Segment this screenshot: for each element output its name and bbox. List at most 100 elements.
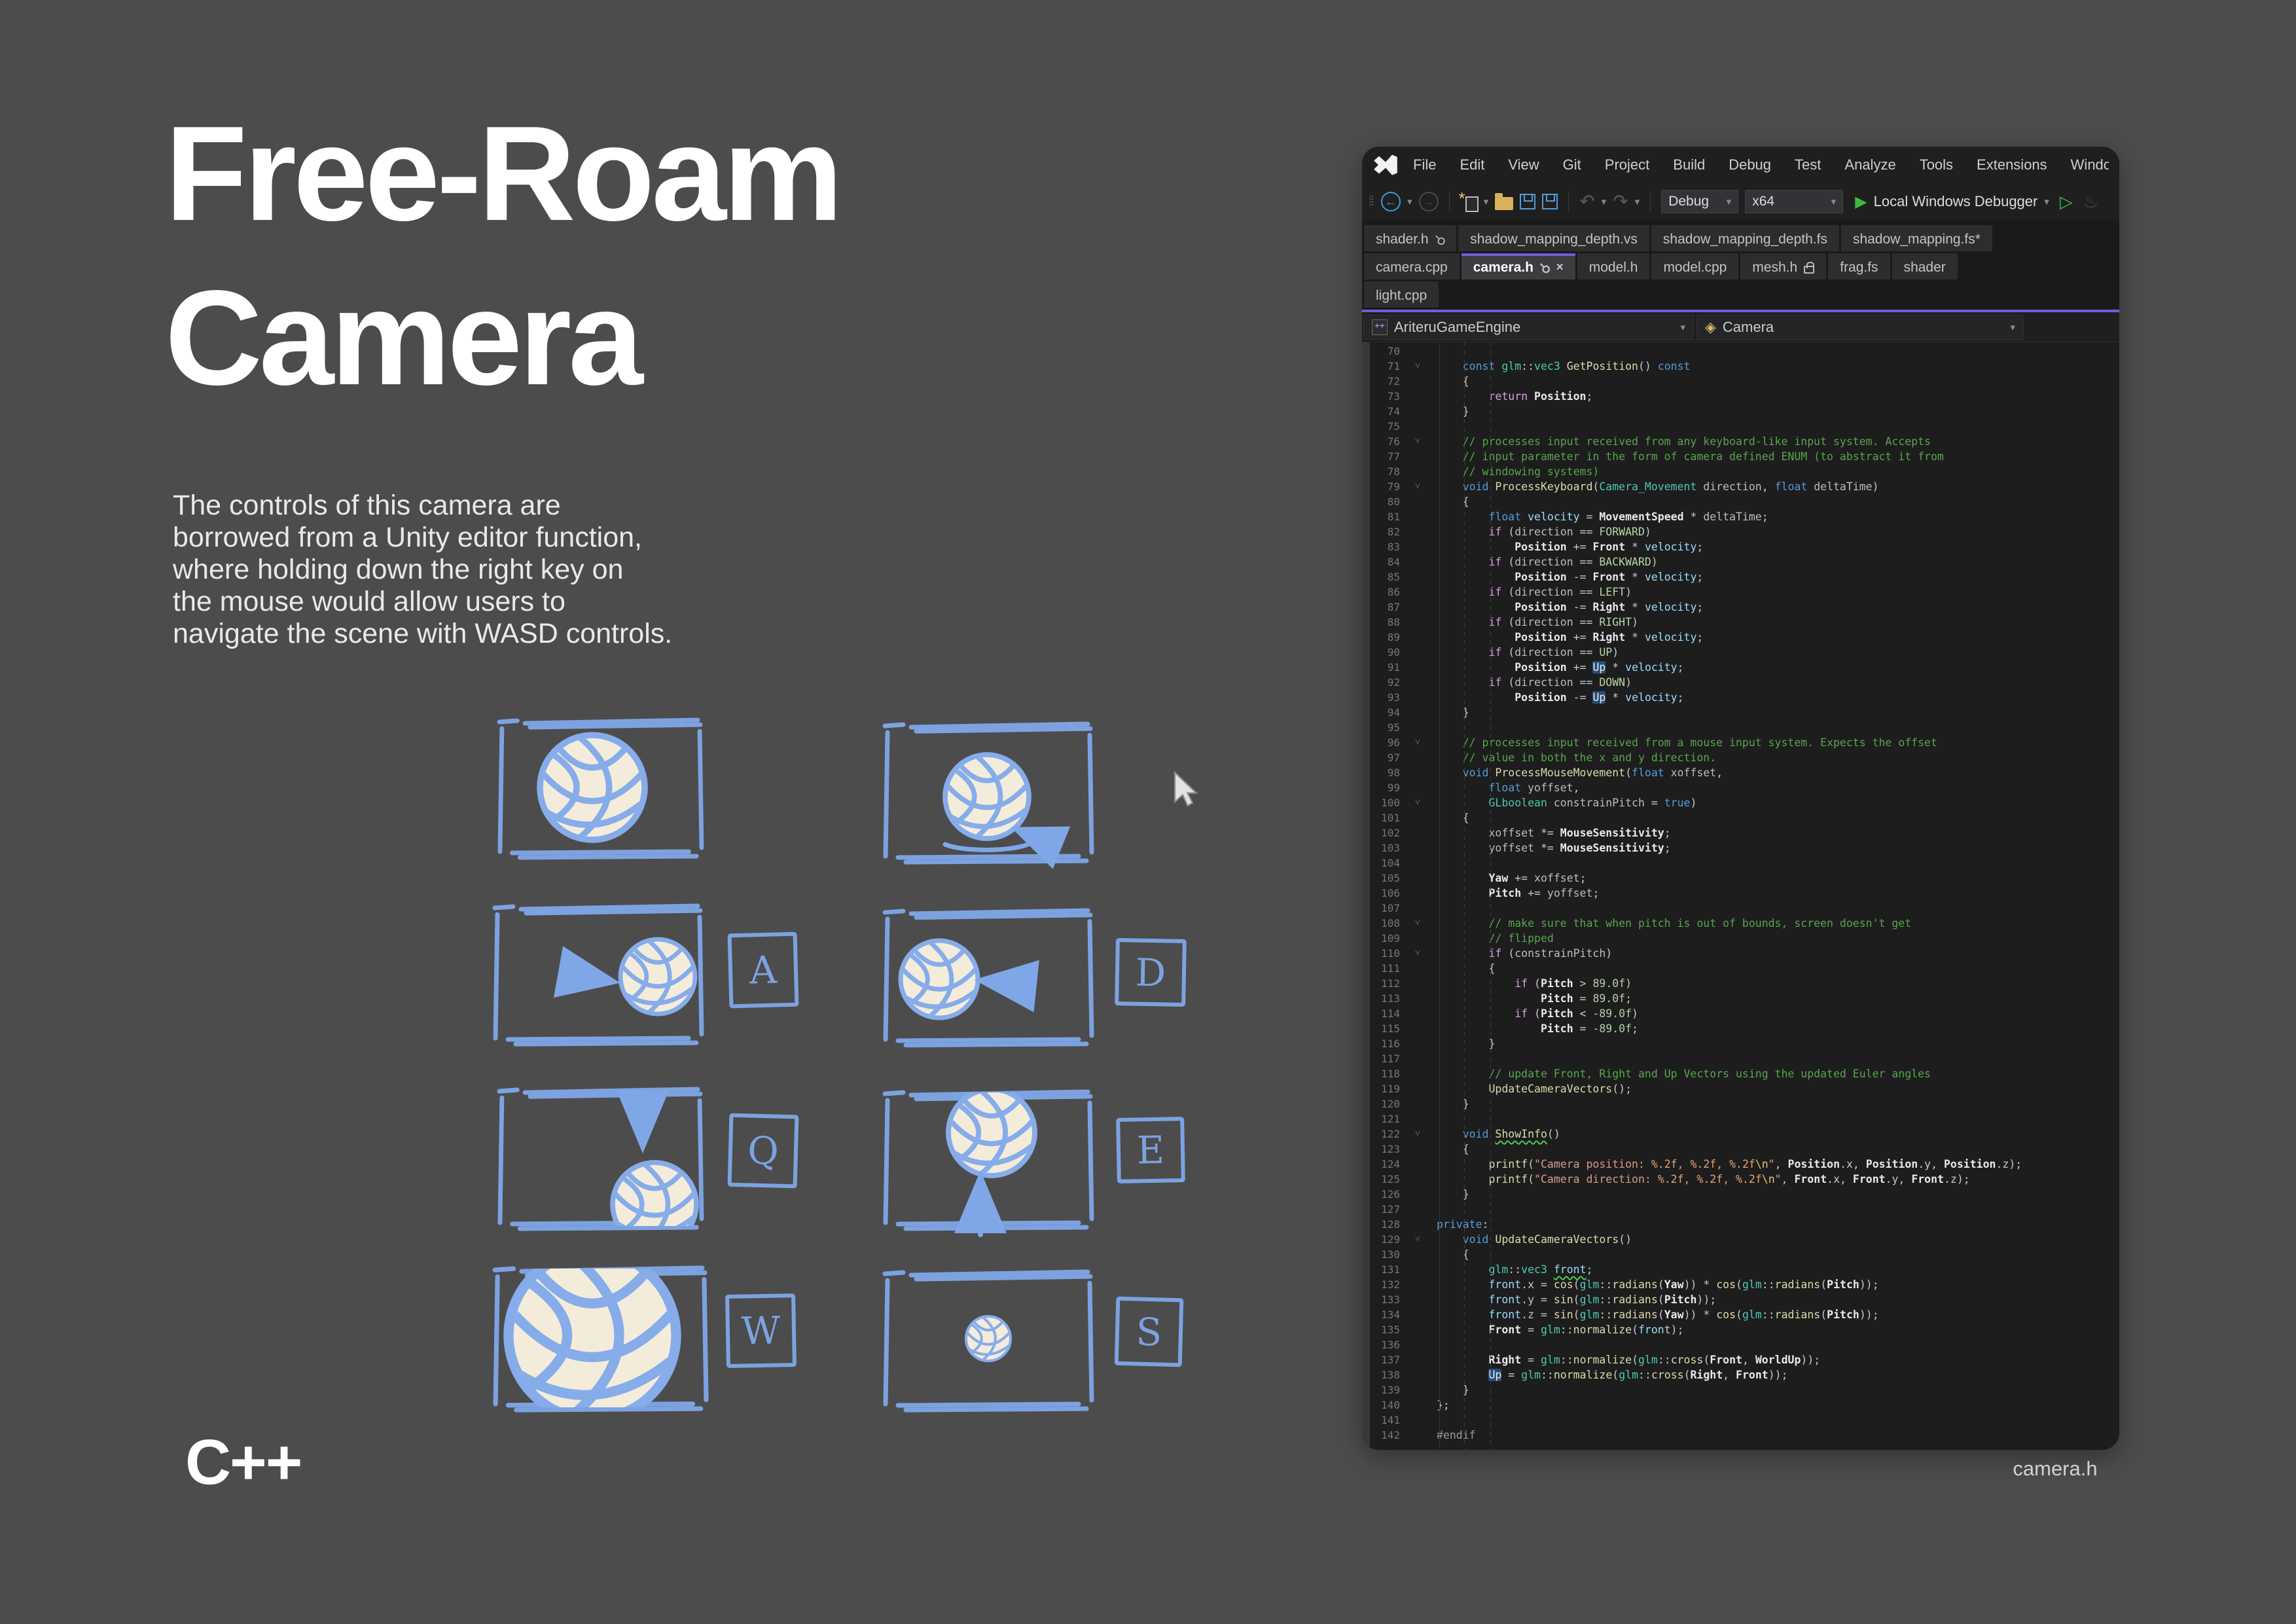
code-text: } — [1437, 1384, 1469, 1396]
code-line-93: 93 Position -= Up * velocity; — [1362, 690, 2119, 705]
menu-edit[interactable]: Edit — [1460, 156, 1485, 173]
code-text: const glm::vec3 GetPosition() const — [1437, 360, 1691, 372]
menu-debug[interactable]: Debug — [1729, 156, 1772, 173]
code-text: void ProcessMouseMovement(float xoffset, — [1437, 767, 1723, 779]
menu-extensions[interactable]: Extensions — [1977, 156, 2047, 173]
pin-icon[interactable]: ⚲ — [1431, 230, 1448, 248]
tab-camera-h[interactable]: camera.h⚲× — [1461, 253, 1575, 280]
menu-file[interactable]: File — [1413, 156, 1437, 173]
line-number: 85 — [1387, 571, 1400, 583]
line-number: 106 — [1381, 887, 1400, 899]
fold-chevron-icon[interactable]: ˅ — [1415, 948, 1420, 958]
undo-icon[interactable]: ↶ — [1579, 191, 1595, 211]
toolbar-separator — [1568, 192, 1570, 211]
line-number: 105 — [1381, 872, 1400, 884]
save-icon[interactable] — [1520, 194, 1536, 209]
menu-window[interactable]: Window — [2070, 156, 2109, 173]
tab-shader-h[interactable]: shader.h⚲ — [1364, 225, 1457, 251]
start-debugging-button[interactable]: ▶ Local Windows Debugger ▾ — [1855, 192, 2049, 211]
menu-tools[interactable]: Tools — [1919, 156, 1954, 173]
code-text: }; — [1437, 1399, 1450, 1411]
code-text: Pitch = -89.0f; — [1540, 1022, 1638, 1035]
code-line-139: 139 } — [1362, 1382, 2119, 1398]
undo-dropdown[interactable]: ▾ — [1601, 196, 1607, 208]
menu-project[interactable]: Project — [1604, 156, 1650, 173]
line-number: 119 — [1381, 1083, 1400, 1095]
code-text: printf("Camera position: %.2f, %.2f, %.2… — [1488, 1158, 2022, 1170]
menu-build[interactable]: Build — [1673, 156, 1706, 173]
navigate-back-dropdown[interactable]: ▾ — [1407, 196, 1412, 208]
line-number: 113 — [1381, 992, 1400, 1005]
tab-shadow_mapping-fs-[interactable]: shadow_mapping.fs* — [1840, 225, 1992, 251]
feedback-flame-icon[interactable]: ♨ — [2083, 191, 2099, 211]
line-number: 138 — [1381, 1369, 1400, 1381]
tab-label: shader — [1903, 260, 1946, 275]
fold-chevron-icon[interactable]: ˅ — [1415, 918, 1420, 928]
navigate-forward-icon[interactable]: → — [1418, 192, 1439, 211]
code-line-114: 114 if (Pitch < -89.0f) — [1362, 1006, 2119, 1021]
tab-model-cpp[interactable]: model.cpp — [1651, 253, 1739, 280]
tab-frag-fs[interactable]: frag.fs — [1828, 253, 1890, 280]
fold-chevron-icon[interactable]: ˅ — [1415, 1234, 1420, 1244]
open-file-icon[interactable] — [1495, 193, 1514, 210]
globe-key-a — [620, 939, 695, 1014]
pin-icon[interactable]: ⚲ — [1535, 259, 1553, 276]
line-number: 96 — [1387, 736, 1400, 749]
tab-label: light.cpp — [1376, 288, 1427, 303]
navigate-back-icon[interactable]: ← — [1381, 192, 1401, 211]
line-number: 114 — [1381, 1007, 1400, 1020]
code-line-80: 80 { — [1362, 494, 2119, 509]
code-line-91: 91 Position += Up * velocity; — [1362, 660, 2119, 675]
tab-model-h[interactable]: model.h — [1577, 253, 1650, 280]
code-text: private: — [1437, 1218, 1489, 1231]
toolbar-separator — [1650, 192, 1651, 211]
code-line-75: 75 — [1362, 419, 2119, 434]
solution-platform-dropdown[interactable]: x64 ▾ — [1745, 190, 1844, 213]
fold-chevron-icon[interactable]: ˅ — [1415, 1128, 1420, 1139]
menu-analyze[interactable]: Analyze — [1844, 156, 1896, 173]
arrow-left — [974, 960, 1039, 1013]
save-all-icon[interactable] — [1542, 194, 1558, 209]
start-without-debugging-icon[interactable]: ▷ — [2059, 191, 2073, 211]
fold-chevron-icon[interactable]: ˅ — [1415, 797, 1420, 808]
new-project-icon[interactable] — [1459, 189, 1479, 212]
indent-guide — [1490, 342, 1491, 1450]
menu-git[interactable]: Git — [1562, 156, 1581, 173]
fold-chevron-icon[interactable]: ˅ — [1415, 737, 1420, 748]
line-number: 107 — [1381, 902, 1400, 914]
menu-test[interactable]: Test — [1795, 156, 1821, 173]
new-project-dropdown[interactable]: ▾ — [1483, 196, 1489, 208]
project-dropdown[interactable]: ⁺⁺ AriteruGameEngine ▾ — [1363, 314, 1694, 340]
close-icon[interactable]: × — [1556, 261, 1564, 274]
code-text: if (constrainPitch) — [1437, 947, 1613, 960]
redo-dropdown[interactable]: ▾ — [1634, 196, 1640, 208]
code-line-124: 124 printf("Camera position: %.2f, %.2f,… — [1362, 1157, 2119, 1172]
fold-chevron-icon[interactable]: ˅ — [1415, 361, 1420, 371]
code-text: Yaw += xoffset; — [1437, 872, 1587, 884]
tab-light-cpp[interactable]: light.cpp — [1364, 281, 1439, 308]
tab-shader[interactable]: shader — [1892, 253, 1958, 280]
scope-guide — [1439, 342, 1440, 1450]
tab-shadow_mapping_depth-fs[interactable]: shadow_mapping_depth.fs — [1651, 225, 1839, 251]
fold-chevron-icon[interactable]: ˅ — [1415, 436, 1420, 446]
code-line-113: 113 Pitch = 89.0f; — [1362, 991, 2119, 1006]
redo-icon[interactable]: ↷ — [1613, 191, 1628, 211]
key-e: E — [1116, 1117, 1185, 1183]
line-number: 82 — [1387, 526, 1400, 538]
fold-chevron-icon[interactable]: ˅ — [1415, 481, 1420, 492]
type-dropdown[interactable]: ◈ Camera ▾ — [1696, 314, 2024, 340]
code-line-83: 83 Position += Front * velocity; — [1362, 539, 2119, 554]
arrow-right — [553, 946, 620, 998]
tab-mesh-h[interactable]: mesh.h — [1740, 253, 1827, 280]
code-line-100: 100˅ GLboolean constrainPitch = true) — [1362, 795, 2119, 810]
solution-config-dropdown[interactable]: Debug ▾ — [1661, 190, 1739, 213]
menu-view[interactable]: View — [1508, 156, 1539, 173]
tab-shadow_mapping_depth-vs[interactable]: shadow_mapping_depth.vs — [1458, 225, 1649, 251]
line-number: 78 — [1387, 465, 1400, 478]
toolbar-drag-handle[interactable]: ⁞⁞ — [1369, 194, 1374, 209]
visual-studio-logo — [1374, 154, 1397, 175]
code-line-81: 81 float velocity = MovementSpeed * delt… — [1362, 509, 2119, 524]
tab-camera-cpp[interactable]: camera.cpp — [1364, 253, 1460, 280]
